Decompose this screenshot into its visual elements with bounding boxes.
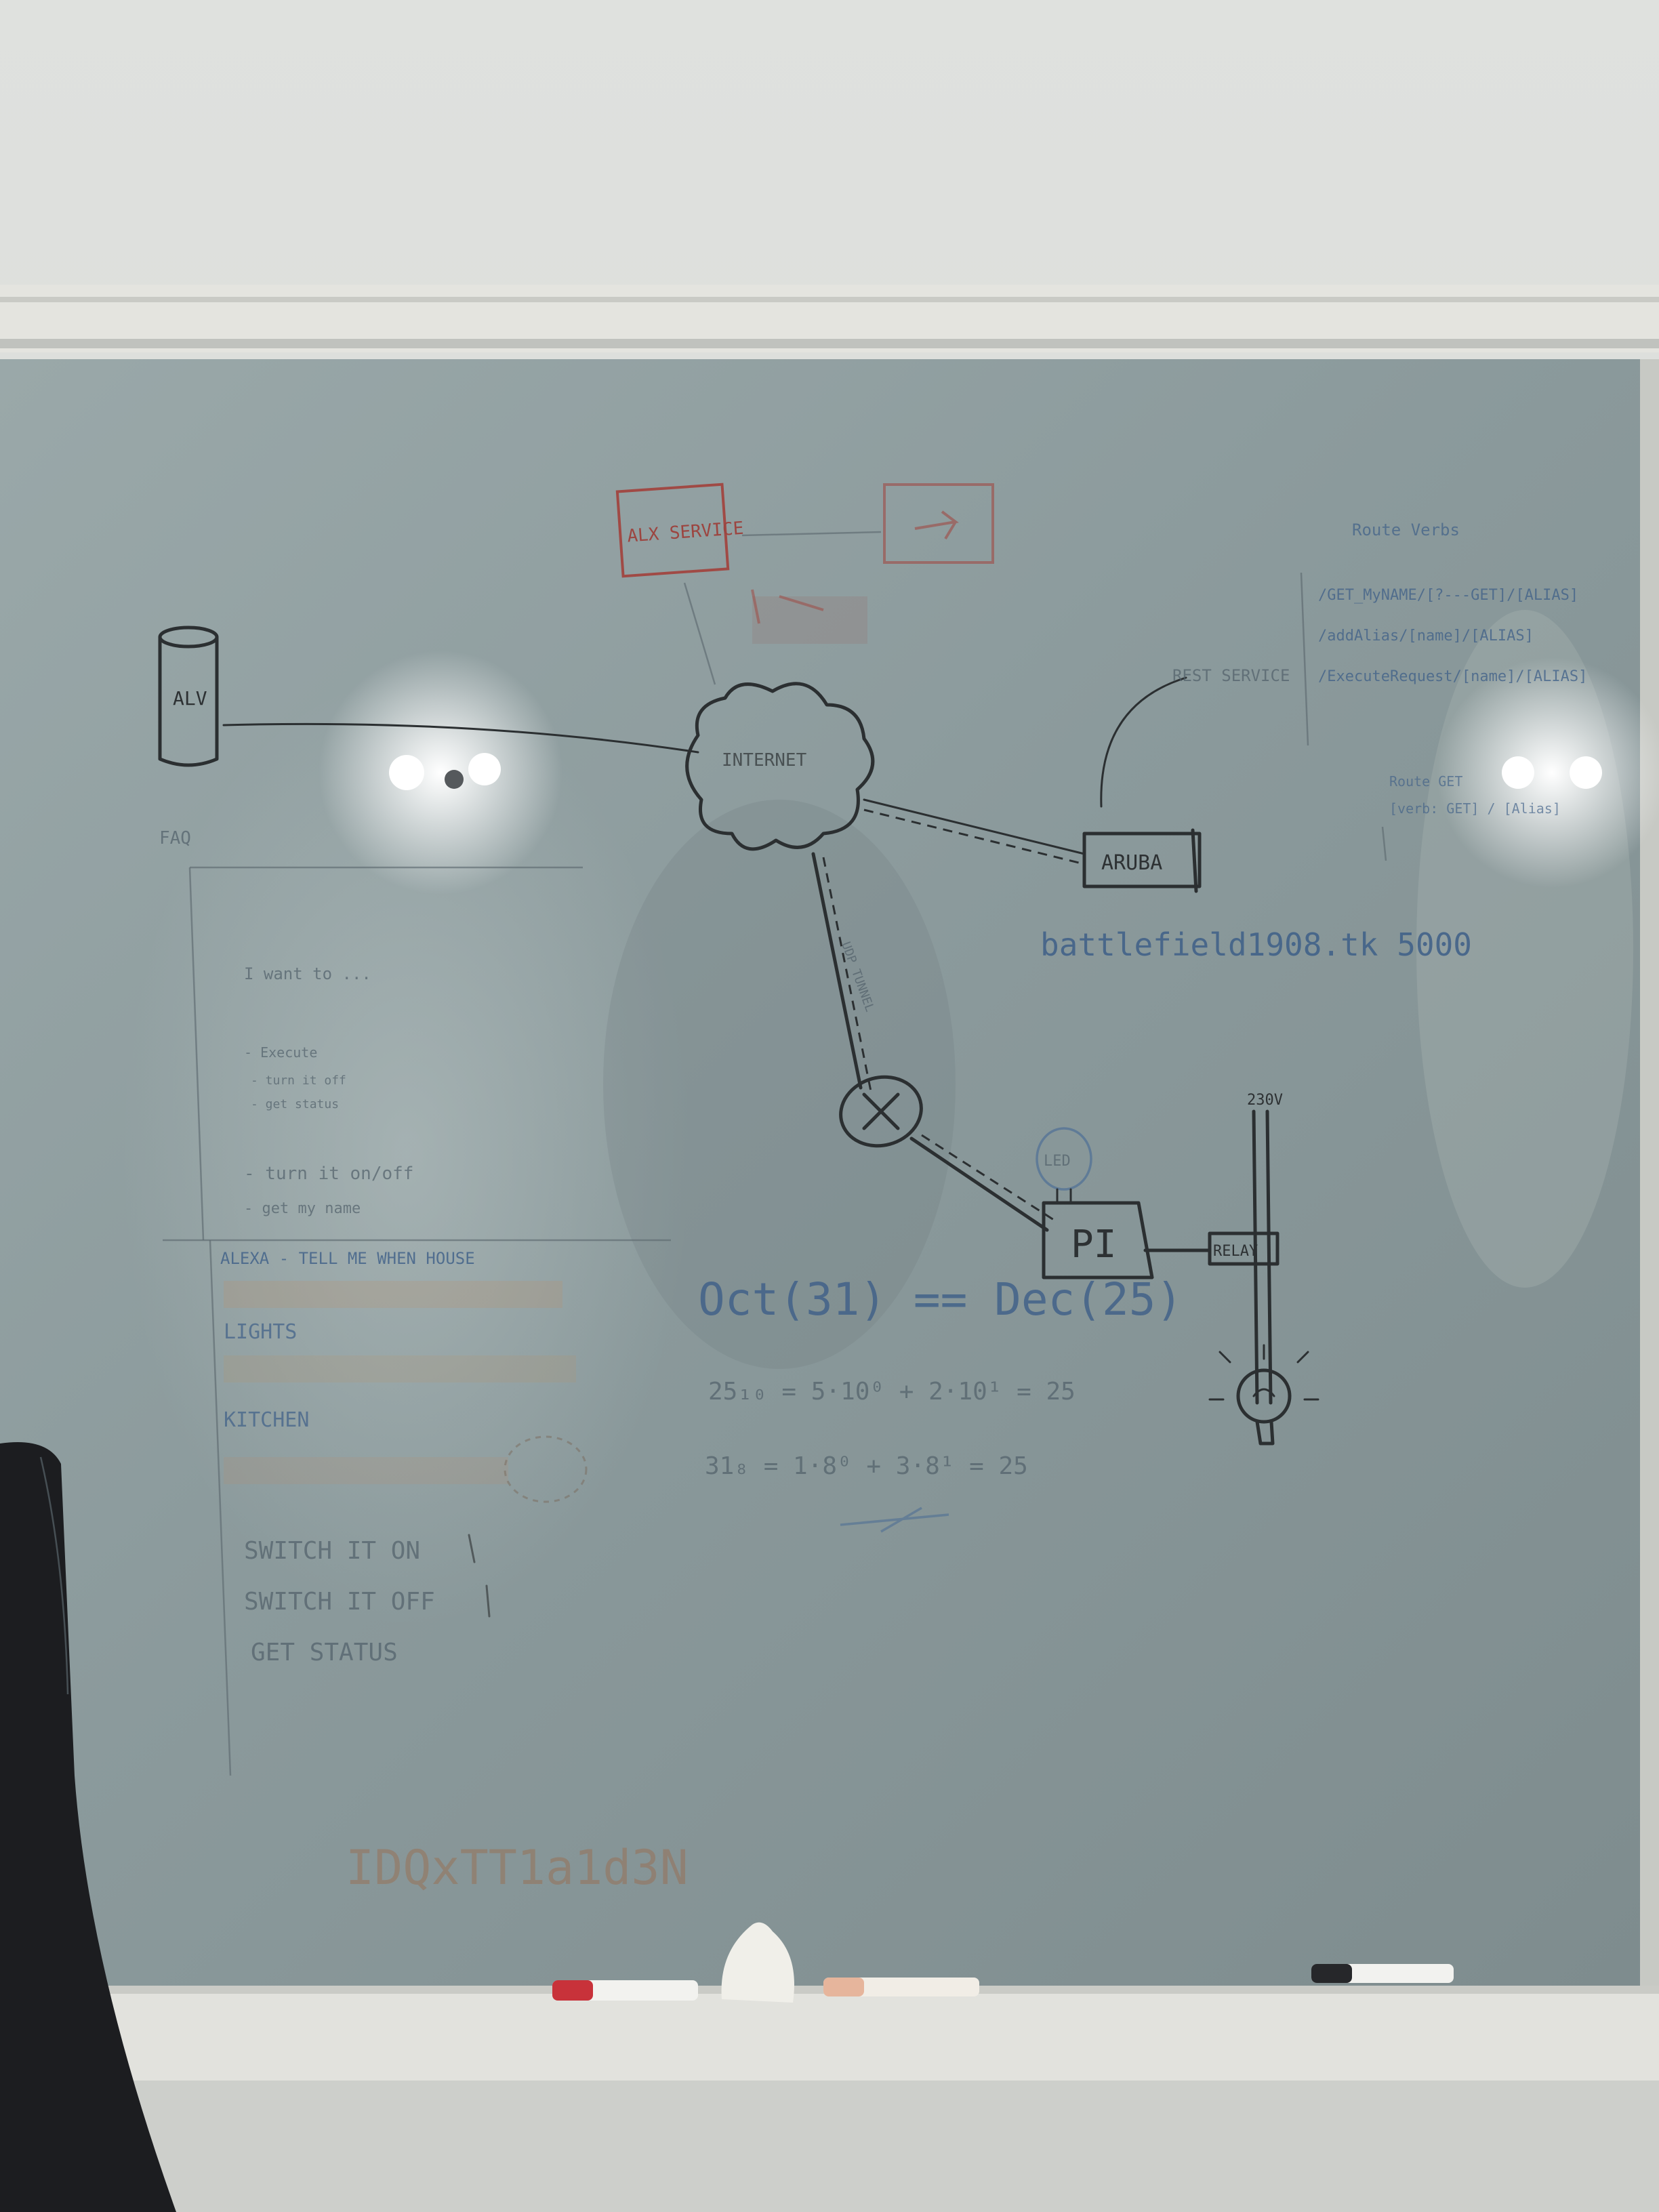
left-header: ALEXA - TELL ME WHEN HOUSE (220, 1249, 475, 1268)
relay-label: RELAY (1213, 1243, 1258, 1260)
command-on: SWITCH IT ON (244, 1537, 420, 1565)
equation-oct: 31₈ = 1·8⁰ + 3·8¹ = 25 (705, 1452, 1028, 1480)
left-panel (163, 866, 671, 1776)
lamp-icon (319, 651, 562, 895)
route-row: /ExecuteRequest/[name]/[ALIAS] (1318, 668, 1587, 685)
alexa-service-box (615, 483, 730, 578)
marker-icon (823, 1978, 979, 1996)
domain-label: battlefield1908.tk 5000 (1040, 926, 1472, 963)
database-icon (158, 626, 219, 767)
voltage-label: 230V (1247, 1092, 1283, 1109)
left-item: - turn it on/off (244, 1164, 413, 1184)
pi-label: PI (1071, 1223, 1116, 1267)
route-row: /GET_MyNAME/[?---GET]/[ALIAS] (1318, 587, 1578, 604)
device-box (883, 483, 994, 564)
rest-service-label: REST SERVICE (1172, 666, 1290, 685)
route-row: [verb: GET] / [Alias] (1389, 800, 1561, 817)
led-label: LED (1044, 1153, 1071, 1170)
eraser-icon (721, 1922, 794, 2003)
router-icon (839, 1075, 923, 1148)
cloud-icon (685, 682, 875, 851)
led-icon (1036, 1127, 1092, 1204)
faq-label: FAQ (159, 828, 191, 848)
aruba-box (1082, 828, 1202, 893)
marker-ledge (0, 1986, 1659, 2081)
equation-dec: 25₁₀ = 5·10⁰ + 2·10¹ = 25 (708, 1378, 1076, 1406)
equation-main: Oct(31) == Dec(25) (698, 1273, 1183, 1326)
relay-box (1208, 1231, 1279, 1266)
left-item: - Execute (244, 1044, 317, 1061)
rest-service-link (1100, 676, 1187, 808)
database-label: ALV (173, 687, 207, 710)
route-row: Route GET (1389, 773, 1462, 790)
lights-label: LIGHTS (224, 1320, 297, 1344)
left-item: - get status (251, 1097, 339, 1111)
command-off: SWITCH IT OFF (244, 1588, 435, 1616)
left-item: - get my name (244, 1200, 361, 1217)
routes-header: Route Verbs (1352, 520, 1460, 539)
bottom-code: IDQxTT1a1d3N (346, 1840, 689, 1896)
route-row: /addAlias/[name]/[ALIAS] (1318, 628, 1534, 644)
command-status: GET STATUS (251, 1639, 398, 1666)
aruba-label: ARUBA (1101, 851, 1162, 875)
left-item: - turn it off (251, 1073, 346, 1088)
internet-label: INTERNET (722, 750, 807, 771)
chair-icon (0, 1442, 176, 2212)
left-item: I want to ... (244, 964, 371, 983)
lamp-icon (1437, 657, 1659, 888)
pi-box (1042, 1201, 1154, 1279)
marker-icon (1311, 1964, 1454, 1983)
db-internet-link (222, 722, 699, 754)
bulb-icon (1208, 1344, 1319, 1446)
marker-icon (552, 1980, 698, 2001)
kitchen-label: KITCHEN (224, 1408, 309, 1432)
